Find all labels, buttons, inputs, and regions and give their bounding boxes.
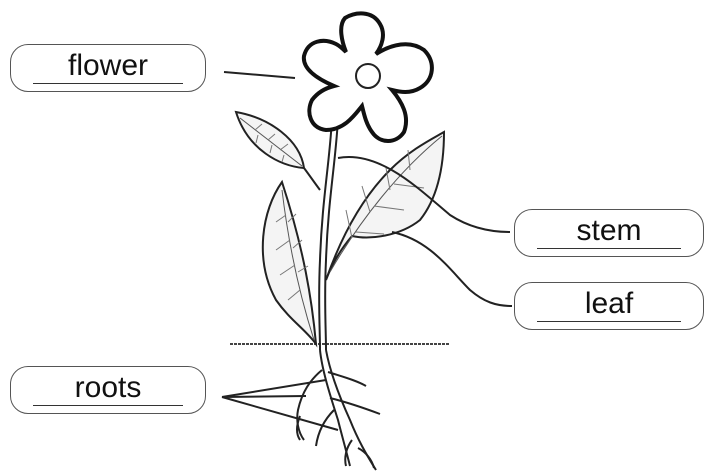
leaf-lower-left <box>263 182 316 344</box>
pointer-line-leaf <box>392 232 512 306</box>
leaf-label-box: leaf <box>514 282 704 330</box>
roots-label-box: roots <box>10 366 206 414</box>
flower-answer-line <box>33 83 183 84</box>
pointer-lines-roots <box>222 380 338 430</box>
stem-label: stem <box>515 214 703 248</box>
roots-label: roots <box>11 371 205 405</box>
stem-label-box: stem <box>514 209 704 257</box>
roots-answer-line <box>33 405 183 406</box>
leaf-upper-left <box>236 112 320 190</box>
leaf-answer-line <box>537 321 681 322</box>
leaf-label: leaf <box>515 287 703 321</box>
stem-answer-line <box>537 248 681 249</box>
flower-label: flower <box>11 49 205 83</box>
flower-label-box: flower <box>10 44 206 92</box>
plant-roots <box>297 350 380 470</box>
pointer-line-flower <box>224 72 295 78</box>
plant-stem <box>319 118 338 350</box>
leaf-right <box>326 132 444 280</box>
flower-center <box>356 64 380 88</box>
